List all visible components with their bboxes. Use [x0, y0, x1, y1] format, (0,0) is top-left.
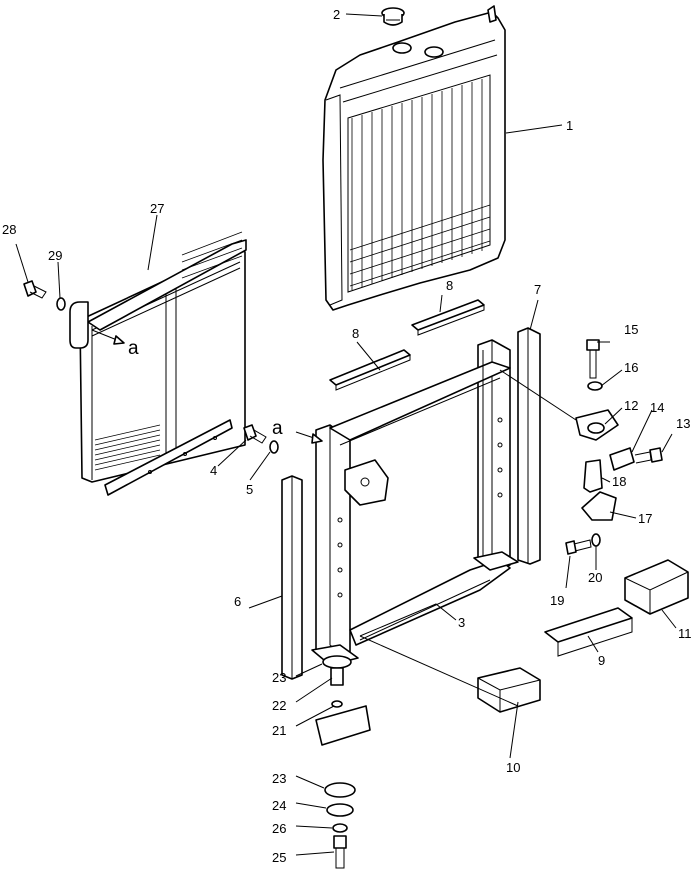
- block-10: [477, 667, 541, 713]
- leader-lines: [15, 13, 677, 856]
- washer-16: [587, 381, 603, 391]
- block-11: [624, 559, 689, 615]
- mount-bracket: [575, 409, 635, 521]
- spacer-9: [544, 607, 633, 657]
- callout-25: 25: [272, 850, 286, 865]
- bolt-4: [243, 424, 267, 444]
- oil-cooler: [69, 231, 247, 496]
- side-seal-left: [281, 475, 303, 680]
- callout-20: 20: [588, 570, 602, 585]
- callout-19: 19: [550, 593, 564, 608]
- callout-11: 11: [678, 626, 692, 641]
- callout-1: 1: [566, 118, 573, 133]
- callout-23-upper: 23: [272, 670, 286, 685]
- callout-27: 27: [150, 201, 164, 216]
- mount-stack: [315, 655, 371, 869]
- callout-8-upper: 8: [446, 278, 453, 293]
- reference-marks: a a: [128, 338, 283, 439]
- callout-12: 12: [624, 398, 638, 413]
- callout-14: 14: [650, 400, 664, 415]
- support-frame: [311, 339, 519, 666]
- callout-4: 4: [210, 463, 217, 478]
- callout-15: 15: [624, 322, 638, 337]
- bolt-19: [565, 539, 592, 555]
- washer-5: [269, 440, 279, 454]
- radiator-core: [322, 5, 506, 311]
- callout-23-lower: 23: [272, 771, 286, 786]
- callout-8-lower: 8: [352, 326, 359, 341]
- callout-26: 26: [272, 821, 286, 836]
- side-seal-right: [517, 327, 541, 565]
- radiator-fins: [349, 79, 491, 290]
- washer-29: [56, 297, 66, 311]
- callout-24: 24: [272, 798, 286, 813]
- callout-7: 7: [534, 282, 541, 297]
- callout-22: 22: [272, 698, 286, 713]
- callout-9: 9: [598, 653, 605, 668]
- radiator-cap: [381, 7, 405, 26]
- bolt-15: [586, 339, 600, 379]
- callout-5: 5: [246, 482, 253, 497]
- callout-17: 17: [638, 511, 652, 526]
- callout-21: 21: [272, 723, 286, 738]
- callout-10: 10: [506, 760, 520, 775]
- callout-29: 29: [48, 248, 62, 263]
- callout-16: 16: [624, 360, 638, 375]
- seal-strip-upper: [411, 299, 485, 336]
- washer-20: [591, 533, 601, 547]
- callout-3: 3: [458, 615, 465, 630]
- callout-13: 13: [676, 416, 690, 431]
- reference-mark-a-cooler: a: [128, 338, 139, 359]
- callout-28: 28: [2, 222, 16, 237]
- callout-2: 2: [333, 7, 340, 22]
- callout-labels: 1 2 3 4 5 6 7 8 8 9 10 11 12 13 14 15 16…: [2, 7, 692, 865]
- bolt-13: [634, 447, 663, 464]
- callout-6: 6: [234, 594, 241, 609]
- seal-strip-lower: [329, 349, 411, 391]
- callout-18: 18: [612, 474, 626, 489]
- bolt-28: [23, 280, 47, 299]
- reference-mark-a-frame: a: [272, 418, 283, 439]
